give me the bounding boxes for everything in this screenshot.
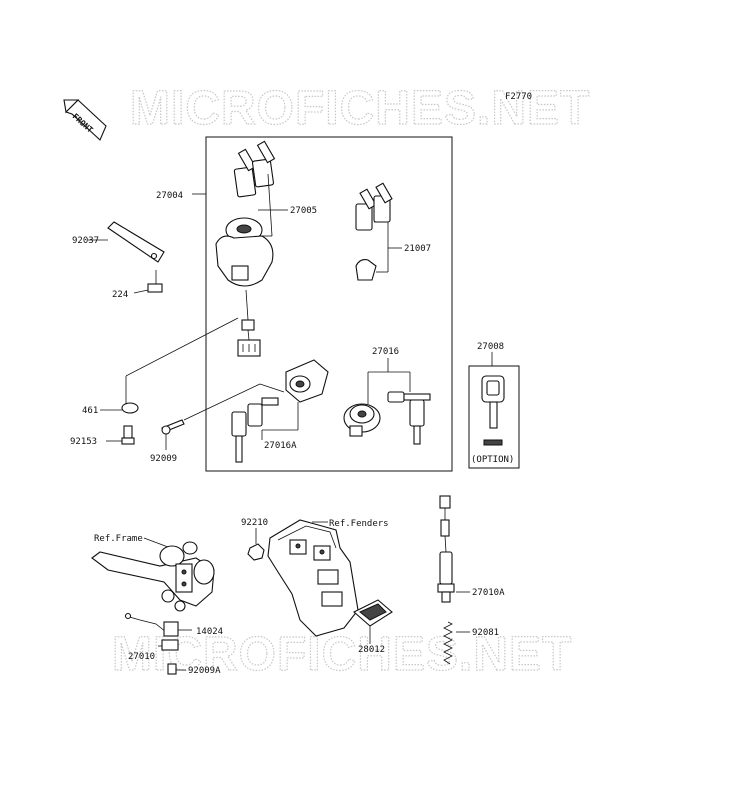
watermark-bottom: MICROFICHES.NET: [112, 628, 572, 681]
ignition-switch-assembly-box: [205, 136, 453, 472]
label-27010: 27010: [128, 652, 155, 662]
label-224: 224: [112, 290, 128, 300]
label-92153: 92153: [70, 437, 97, 447]
rear-fender: [267, 519, 359, 637]
label-option: (OPTION): [471, 455, 514, 465]
sidestand-switch-27010: [124, 612, 192, 651]
label-14024: 14024: [196, 627, 223, 637]
screw-92009: [161, 383, 285, 450]
label-461: 461: [82, 406, 98, 416]
lock-cylinder-27016: [343, 358, 431, 445]
bracket-92037: [88, 221, 165, 263]
watermark-top: MICROFICHES.NET: [130, 82, 590, 135]
figure-code: F2770: [505, 92, 532, 102]
pad-28012: [353, 599, 393, 644]
label-27016: 27016: [372, 347, 399, 357]
seat-lock-27016A: [231, 359, 329, 463]
ignition-switch: [215, 217, 274, 357]
front-arrow-icon: FRONT: [63, 99, 107, 141]
label-27008: 27008: [477, 342, 504, 352]
label-27016A: 27016A: [264, 441, 297, 451]
bolt-224: [133, 270, 163, 294]
label-21007: 21007: [404, 244, 431, 254]
option-key-box: [468, 365, 520, 469]
screw-92009A: [167, 663, 186, 675]
key-27008: [481, 375, 505, 446]
brake-switch-27010A: [437, 495, 470, 603]
label-92009: 92009: [150, 454, 177, 464]
label-92081: 92081: [472, 628, 499, 638]
label-92009A: 92009A: [188, 666, 221, 676]
grommet-461: [100, 402, 139, 414]
label-27004: 27004: [156, 191, 183, 201]
frame-section: [91, 541, 215, 612]
key-set-27005: [233, 140, 288, 237]
label-92037: 92037: [72, 236, 99, 246]
label-27010A: 27010A: [472, 588, 505, 598]
label-ref-frame: Ref.Frame: [94, 534, 143, 544]
bolt-92153: [106, 425, 135, 445]
nut-92210: [247, 543, 265, 561]
spring-92081: [443, 621, 470, 665]
label-28012: 28012: [358, 645, 385, 655]
label-ref-fenders: Ref.Fenders: [329, 519, 389, 529]
key-set-21007: [355, 182, 402, 281]
label-92210: 92210: [241, 518, 268, 528]
label-27005: 27005: [290, 206, 317, 216]
